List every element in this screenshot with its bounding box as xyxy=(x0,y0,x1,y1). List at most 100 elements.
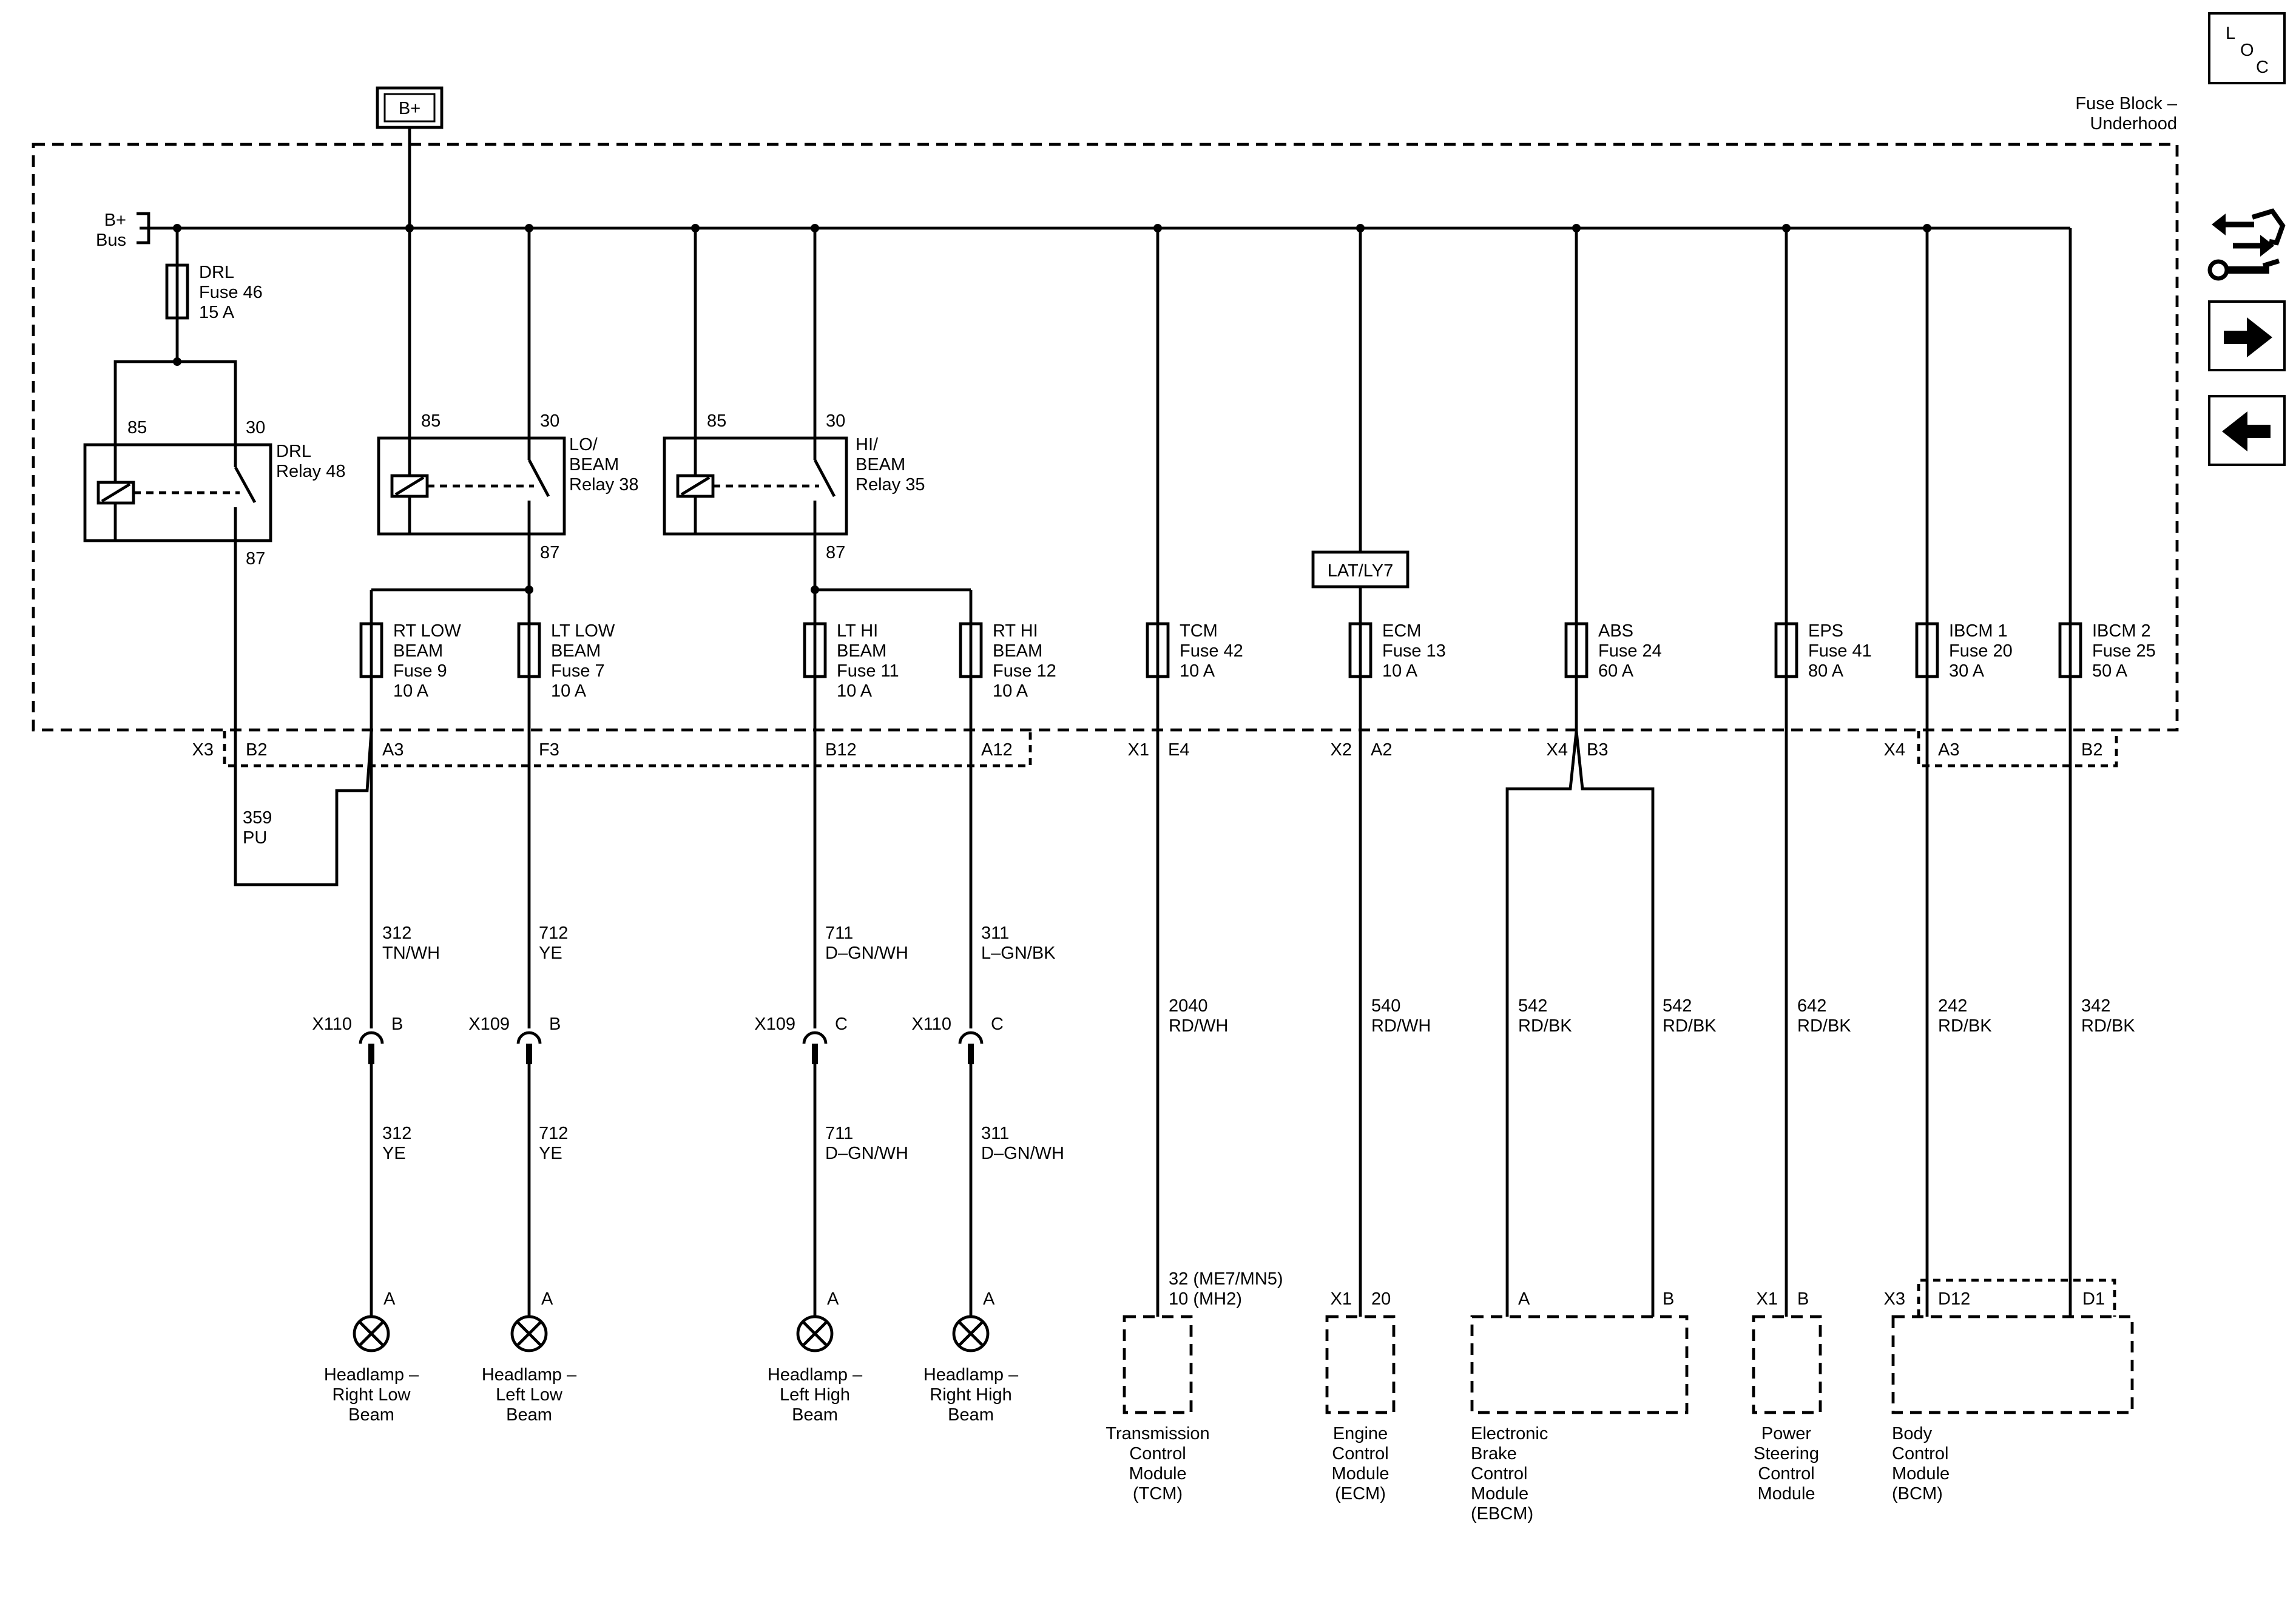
fuse-24-label-2: Fuse 24 xyxy=(1598,641,1662,661)
wire-342-circuit: 342 xyxy=(2081,996,2110,1016)
wire-540-color: RD/WH xyxy=(1371,1016,1431,1036)
loc-l: L xyxy=(2226,24,2235,43)
loc-o: O xyxy=(2240,41,2254,60)
inline-connector-x110-c xyxy=(958,1031,984,1064)
ecm-name-1: Engine xyxy=(1333,1424,1388,1443)
next-page-button[interactable] xyxy=(2208,300,2286,371)
wire-2040-circuit: 2040 xyxy=(1169,996,1208,1016)
lamp-lt-high-label-2: Left High xyxy=(780,1385,850,1405)
fuse-block-title-1: Fuse Block – xyxy=(2075,94,2177,113)
wire-711-circuit: 711 xyxy=(825,923,853,943)
inline-connector-x109-c xyxy=(802,1031,828,1064)
conn-x4-abs: X4 xyxy=(1547,740,1568,760)
inline-x110-name: X110 xyxy=(312,1014,352,1034)
fuse-11-label-3: Fuse 11 xyxy=(837,661,899,681)
ecm-name-4: (ECM) xyxy=(1335,1484,1386,1504)
fuse-13-label-1: ECM xyxy=(1382,621,1421,641)
previous-page-button[interactable] xyxy=(2208,395,2286,466)
lo-relay-pin30: 30 xyxy=(540,411,559,431)
headlamp-right-high-icon xyxy=(952,1315,990,1352)
wire-242-color: RD/BK xyxy=(1938,1016,1992,1036)
wire-311-lower-color: D–GN/WH xyxy=(981,1144,1064,1163)
lamp-lt-low-label-2: Left Low xyxy=(496,1385,563,1405)
pscm-name-4: Module xyxy=(1757,1484,1815,1504)
fuse-9-label-2: BEAM xyxy=(393,641,443,661)
tcm-pin-line-2: 10 (MH2) xyxy=(1169,1289,1242,1309)
conn-x2-a2: A2 xyxy=(1371,740,1392,760)
hi-relay-label-1: HI/ xyxy=(856,435,879,454)
pscm-name-3: Control xyxy=(1758,1464,1815,1484)
fuse-lt-low-beam xyxy=(517,622,541,678)
bcm-name-3: Module xyxy=(1892,1464,1950,1484)
connector-tool-icon[interactable] xyxy=(2207,208,2286,281)
lamp-lt-low-label-3: Beam xyxy=(506,1405,552,1425)
bus-label-1: B+ xyxy=(104,211,126,230)
tcm-name-2: Control xyxy=(1129,1444,1186,1463)
fuse-41-label-1: EPS xyxy=(1808,621,1843,641)
fuse-block-title-2: Underhood xyxy=(2090,114,2178,133)
bcm-conn: X3 xyxy=(1884,1289,1905,1309)
wire-542a-color: RD/BK xyxy=(1518,1016,1572,1036)
wire-311-circuit: 311 xyxy=(981,923,1009,943)
drl-relay-pin85: 85 xyxy=(127,418,147,437)
fuse-42-label-2: Fuse 42 xyxy=(1180,641,1243,661)
wire-2040-color: RD/WH xyxy=(1169,1016,1228,1036)
fuse-7-label-4: 10 A xyxy=(551,681,587,701)
inline-x109c-pin: C xyxy=(835,1014,848,1034)
pscm-name-2: Steering xyxy=(1754,1444,1819,1463)
ebcm-name-1: Electronic xyxy=(1471,1424,1548,1443)
fuse-20-label-2: Fuse 20 xyxy=(1949,641,2013,661)
fuse-41-label-2: Fuse 41 xyxy=(1808,641,1872,661)
lo-relay-internals xyxy=(390,438,550,534)
fuse-25-label-3: 50 A xyxy=(2092,661,2128,681)
inline-x109c-name: X109 xyxy=(754,1014,795,1034)
pscm-conn: X1 xyxy=(1757,1289,1778,1309)
lamp-rt-high-pin: A xyxy=(983,1289,995,1309)
lo-relay-pin85: 85 xyxy=(421,411,441,431)
lamp-lt-high-pin: A xyxy=(827,1289,839,1309)
inline-x109-pin: B xyxy=(549,1014,561,1034)
lamp-rt-high-label-1: Headlamp – xyxy=(923,1365,1019,1385)
wire-642-circuit: 642 xyxy=(1797,996,1826,1016)
bcm-connector-x3 xyxy=(1917,1278,2116,1317)
conn-x1: X1 xyxy=(1128,740,1149,760)
tcm-name-3: Module xyxy=(1129,1464,1186,1484)
fuse-11-label-4: 10 A xyxy=(837,681,873,701)
wire-542-b xyxy=(1575,731,1655,1317)
wire-311-lower-circuit: 311 xyxy=(981,1124,1009,1143)
wire-542b-circuit: 542 xyxy=(1663,996,1692,1016)
fuse-42-label-3: 10 A xyxy=(1180,661,1215,681)
wire-542-a xyxy=(1505,731,1578,1317)
conn-x4-bcm: X4 xyxy=(1884,740,1905,760)
fuse-12-label-4: 10 A xyxy=(993,681,1028,701)
lamp-rt-low-pin: A xyxy=(383,1289,396,1309)
fuse-rt-low-beam xyxy=(359,622,383,678)
bcm-pin-2: D1 xyxy=(2082,1289,2105,1309)
ecm-name-3: Module xyxy=(1331,1464,1389,1484)
wire-642-color: RD/BK xyxy=(1797,1016,1851,1036)
tcm-name-4: (TCM) xyxy=(1133,1484,1183,1504)
conn-x3-f3: F3 xyxy=(539,740,559,760)
wire-542b-color: RD/BK xyxy=(1663,1016,1717,1036)
battery-supply-inner xyxy=(383,93,436,123)
inline-connector-x110-b xyxy=(359,1031,384,1064)
wire-540-circuit: 540 xyxy=(1371,996,1400,1016)
fuse-12-label-2: BEAM xyxy=(993,641,1042,661)
wire-712-circuit: 712 xyxy=(539,923,568,943)
module-power-steering xyxy=(1752,1315,1822,1414)
drl-relay-internals xyxy=(96,445,257,541)
module-ebcm xyxy=(1470,1315,1689,1414)
fuse-block-outline xyxy=(32,143,2179,732)
ebcm-name-2: Brake xyxy=(1471,1444,1517,1463)
wire-312-color: TN/WH xyxy=(382,944,440,963)
conn-x3-b2: B2 xyxy=(246,740,267,760)
fuse-9-label-4: 10 A xyxy=(393,681,429,701)
wire-359-color: PU xyxy=(243,828,267,848)
lamp-lt-high-label-3: Beam xyxy=(792,1405,838,1425)
headlamp-left-low-icon xyxy=(510,1315,548,1352)
fuse-42-label-1: TCM xyxy=(1180,621,1218,641)
wire-712-lower-color: YE xyxy=(539,1144,562,1163)
loc-button[interactable]: L O C xyxy=(2208,12,2286,84)
hi-relay-pin30: 30 xyxy=(826,411,845,431)
tcm-name-1: Transmission xyxy=(1106,1424,1209,1443)
